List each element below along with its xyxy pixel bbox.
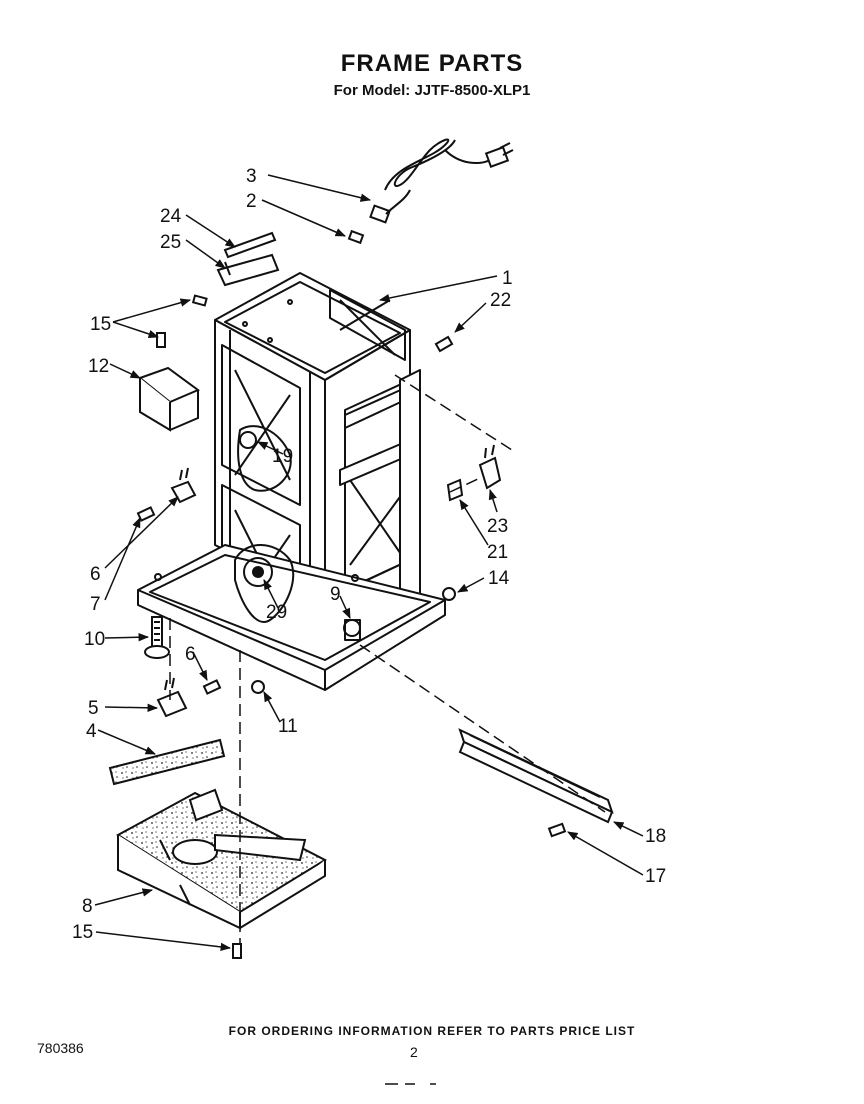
page-number: 2 (410, 1044, 418, 1060)
callout-21: 21 (487, 542, 508, 563)
callout-labels: 3 2 24 25 1 22 15 12 19 6 7 29 9 14 23 2… (72, 166, 666, 943)
bottom-tray-8 (116, 788, 328, 930)
callout-15-bottom: 15 (72, 922, 93, 943)
callout-9: 9 (330, 584, 341, 605)
rail-18 (458, 728, 614, 824)
assembly-guide-lines (169, 374, 606, 945)
callout-15-top: 15 (90, 314, 111, 335)
callout-3: 3 (246, 166, 257, 187)
callout-22: 22 (490, 290, 511, 311)
callout-6-lower: 6 (185, 644, 196, 665)
callout-24: 24 (160, 206, 182, 227)
callout-17: 17 (645, 866, 666, 887)
callout-4: 4 (86, 721, 97, 742)
callout-23: 23 (487, 516, 508, 537)
document-number: 780386 (37, 1040, 84, 1056)
callout-7: 7 (90, 594, 101, 615)
callout-6-upper: 6 (90, 564, 101, 585)
callout-25: 25 (160, 232, 181, 253)
screws (136, 294, 567, 959)
model-subtitle: For Model: JJTF-8500-XLP1 (333, 82, 531, 99)
page-title: FRAME PARTS (340, 50, 524, 77)
cover-12 (137, 366, 201, 432)
leveling-leg (144, 616, 170, 659)
callout-11: 11 (278, 716, 298, 737)
bracket-24-25 (216, 231, 280, 287)
callout-10: 10 (84, 629, 105, 650)
power-cord (369, 138, 514, 224)
callout-12: 12 (88, 356, 109, 377)
ordering-info-note: FOR ORDERING INFORMATION REFER TO PARTS … (228, 1024, 636, 1038)
frame-cabinet (137, 272, 446, 691)
callout-2: 2 (246, 191, 257, 212)
screw-2 (347, 229, 365, 245)
gasket-strip-4 (108, 738, 226, 786)
switches (156, 444, 502, 718)
callout-8: 8 (82, 896, 93, 917)
callout-19: 19 (272, 446, 293, 467)
callout-18: 18 (645, 826, 666, 847)
callout-leaders (94, 174, 644, 952)
callout-5: 5 (88, 698, 99, 719)
callout-1: 1 (502, 268, 513, 289)
callout-14: 14 (488, 568, 510, 589)
callout-29: 29 (266, 602, 287, 623)
